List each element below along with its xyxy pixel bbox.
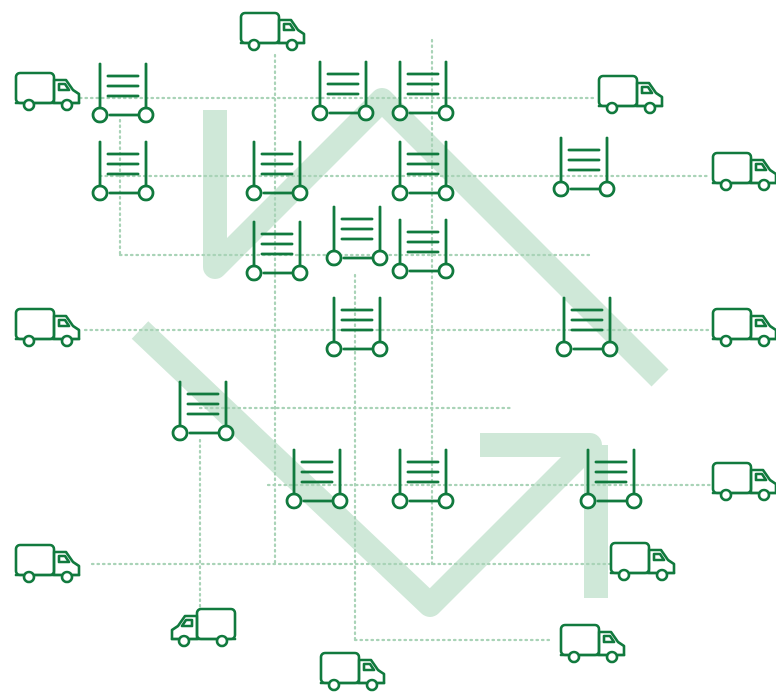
hand-truck-icon [285, 448, 349, 510]
delivery-truck-icon [609, 541, 676, 582]
lower-flow-arrow [131, 321, 602, 617]
hand-truck-icon [555, 296, 619, 358]
hand-truck-icon [245, 220, 309, 282]
delivery-truck-icon [239, 11, 306, 52]
delivery-truck-icon [559, 623, 626, 664]
hand-truck-icon [325, 296, 389, 358]
hand-truck-icon [579, 448, 643, 510]
hand-truck-icon [311, 60, 375, 122]
delivery-truck-icon [597, 74, 664, 115]
hand-truck-icon [325, 205, 389, 267]
hand-truck-icon [391, 218, 455, 280]
delivery-trucks [14, 11, 776, 692]
delivery-truck-icon [711, 151, 776, 192]
upper-flow-arrow [203, 88, 669, 387]
hand-trucks [91, 60, 643, 510]
hand-truck-icon [91, 140, 155, 202]
hand-truck-icon [391, 140, 455, 202]
hand-truck-icon [391, 60, 455, 122]
hand-truck-icon [391, 448, 455, 510]
delivery-truck-icon [711, 461, 776, 502]
delivery-truck-icon [14, 71, 81, 112]
hand-truck-icon [171, 380, 235, 442]
delivery-truck-icon [14, 307, 81, 348]
flow-arrows [131, 88, 669, 617]
hand-truck-icon [552, 136, 616, 198]
delivery-truck-icon [711, 307, 776, 348]
delivery-truck-icon [170, 607, 237, 648]
hand-truck-icon [91, 62, 155, 124]
hand-truck-icon [245, 140, 309, 202]
delivery-truck-icon [14, 543, 81, 584]
delivery-truck-icon [319, 651, 386, 692]
